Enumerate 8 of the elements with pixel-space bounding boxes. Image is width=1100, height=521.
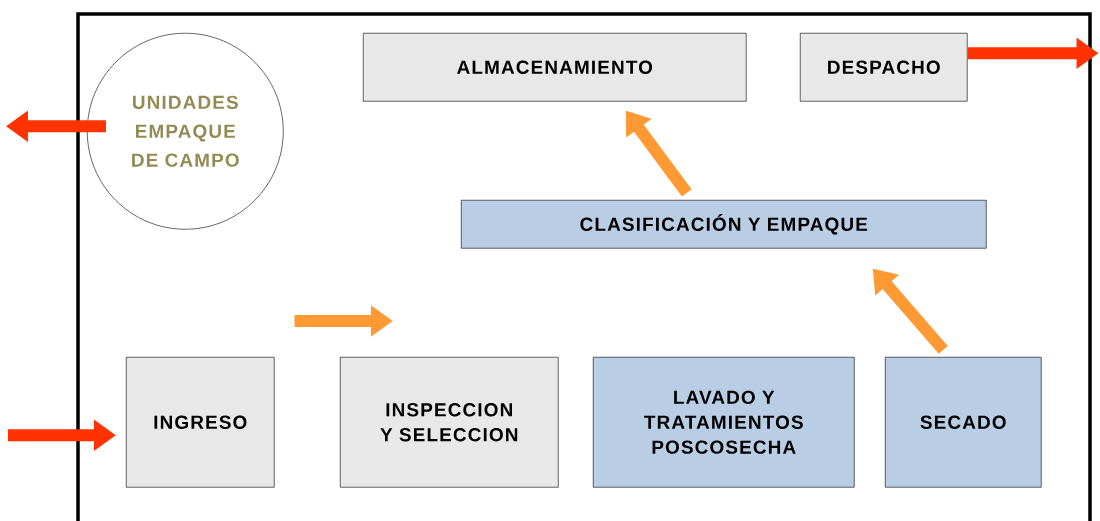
outer-frame xyxy=(76,12,1092,521)
process-box: DESPACHO xyxy=(799,32,968,102)
process-box: LAVADO Y TRATAMIENTOS POSCOSECHA xyxy=(592,356,855,488)
process-box: INSPECCION Y SELECCION xyxy=(339,356,559,488)
process-box: INGRESO xyxy=(125,356,275,488)
process-box: SECADO xyxy=(884,356,1042,488)
process-box: CLASIFICACIÓN Y EMPAQUE xyxy=(460,199,987,249)
process-box: ALMACENAMIENTO xyxy=(362,32,747,102)
